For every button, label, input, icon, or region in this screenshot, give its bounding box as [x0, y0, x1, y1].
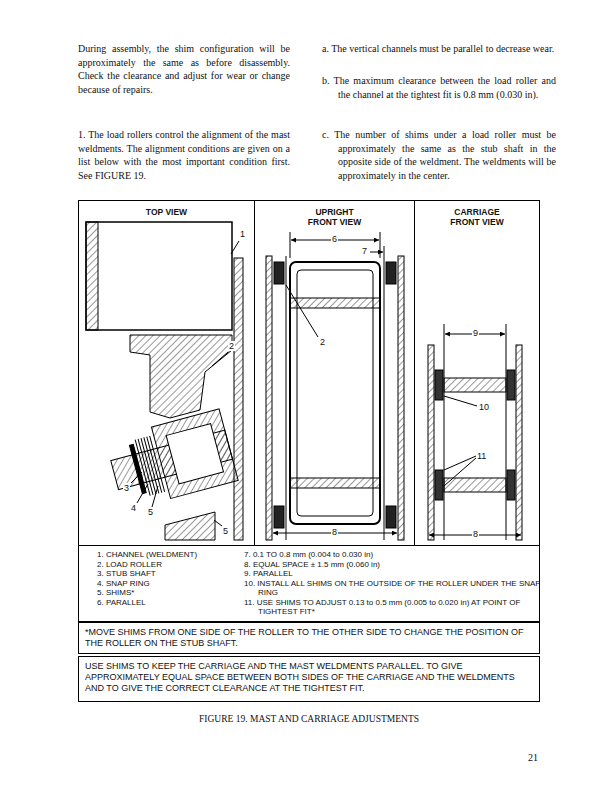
upright-front-view-drawing-part [290, 262, 380, 524]
list-item: a. The vertical channels must be paralle… [322, 42, 556, 56]
top-view-drawing [86, 222, 243, 540]
list-item: b. The maximum clearance between the loa… [322, 74, 556, 101]
body-paragraph: During assembly, the shim configuration … [78, 42, 290, 96]
dimension-number: 9 [472, 328, 479, 338]
view-panel: CARRIAGE FRONT VIEW [415, 200, 540, 546]
figure-caption: FIGURE 19. MAST AND CARRIAGE ADJUSTMENTS [78, 714, 540, 724]
top-view-drawing-part [231, 241, 239, 254]
upright-front-view-drawing-part [384, 256, 385, 540]
carriage-front-view-drawing-part [506, 345, 507, 540]
carriage-front-view-drawing-part [444, 324, 445, 345]
upright-front-view-drawing [266, 232, 404, 540]
view-panel: UPRIGHT FRONT VIEW [255, 200, 415, 546]
key-item: 7. 0.1 TO 0.8 mm (0.004 to 0.030 in) [244, 550, 540, 560]
note-text: *MOVE SHIMS FROM ONE SIDE OF THE ROLLER … [85, 627, 533, 649]
carriage-front-view-drawing-part [444, 396, 477, 406]
carriage-front-view-drawing-part [507, 370, 515, 400]
callout-number: 11 [476, 451, 487, 461]
callout-number: 3 [123, 483, 130, 493]
dimension-number: 8 [331, 527, 338, 537]
list-item: c. The number of shims under a load roll… [322, 128, 556, 182]
upright-front-view-drawing-part [266, 256, 272, 540]
top-view-drawing-part-part [150, 436, 165, 492]
dimension-number: 8 [472, 529, 479, 539]
key-item: 8. EQUAL SPACE ± 1.5 mm (0.060 in) [244, 560, 540, 570]
top-view-drawing-part-part [147, 437, 162, 493]
callout-number: 1 [239, 229, 246, 239]
carriage-front-view-drawing-part [435, 470, 443, 500]
top-view-drawing-part-part [141, 438, 156, 494]
key-item: 5. SHIMS* [97, 588, 251, 598]
callout-number: 2 [319, 337, 326, 347]
callout-number: 4 [130, 503, 137, 513]
upright-front-view-drawing-part [290, 298, 380, 308]
key-item: 4. SNAP RING [97, 579, 251, 589]
dimension-number: 6 [331, 234, 338, 244]
top-view-drawing-part-part [151, 409, 238, 499]
top-view-drawing-part-part [135, 440, 150, 496]
upright-front-view-drawing-part [286, 285, 318, 337]
carriage-front-view-drawing-part [444, 478, 506, 492]
key-item: 11. USE SHIMS TO ADJUST 0.13 to 0.5 mm (… [244, 598, 540, 617]
callout-number: 5 [147, 507, 154, 517]
key-item: 6. PARALLEL [97, 598, 251, 608]
upright-front-view-drawing-part [290, 232, 291, 258]
key-item: 1. CHANNEL (WELDMENT) [97, 550, 251, 560]
key-item: 3. STUB SHAFT [97, 569, 251, 579]
upright-front-view-drawing-part [398, 256, 404, 540]
top-view-drawing-part [165, 512, 215, 540]
top-view-drawing-part [105, 409, 238, 511]
carriage-front-view-drawing-part [507, 470, 515, 500]
page-number: 21 [528, 752, 538, 763]
top-view-drawing-part [131, 472, 142, 483]
top-view-drawing-part [214, 520, 222, 526]
carriage-front-view-drawing-part [444, 458, 476, 486]
top-view-drawing-part [212, 352, 228, 366]
upright-front-view-drawing-part [384, 246, 385, 256]
key-list-box: 1. CHANNEL (WELDMENT)2. LOAD ROLLER3. ST… [78, 546, 540, 622]
footnote-box: *MOVE SHIMS FROM ONE SIDE OF THE ROLLER … [78, 622, 540, 654]
top-view-drawing-part-part [129, 444, 146, 493]
note-text: USE SHIMS TO KEEP THE CARRIAGE AND THE M… [85, 661, 533, 694]
top-view-drawing-part [86, 222, 232, 330]
carriage-front-view-drawing-part [506, 324, 507, 345]
carriage-front-view-drawing-part [444, 378, 506, 392]
upright-front-view-drawing-part [286, 256, 287, 540]
top-view-drawing-part-part [144, 437, 159, 493]
view-heading: TOP VIEW [79, 207, 254, 217]
top-view-drawing-part [152, 486, 158, 507]
view-heading: CARRIAGE FRONT VIEW [445, 207, 509, 227]
upright-front-view-drawing-part [290, 478, 380, 488]
key-item: 9. PARALLEL [244, 569, 540, 579]
dimension-number: 7 [361, 246, 368, 256]
view-panel: TOP VIEW [78, 200, 255, 546]
top-view-drawing-part [130, 335, 232, 418]
upright-front-view-drawing-part [380, 232, 381, 258]
top-view-drawing-part-part [138, 439, 153, 495]
callout-number: 10 [478, 402, 490, 412]
upright-front-view-drawing-part [386, 262, 396, 284]
upright-front-view-drawing-part [274, 262, 284, 284]
top-view-drawing-part [137, 484, 148, 503]
key-item: 2. LOAD ROLLER [97, 560, 251, 570]
top-view-drawing-part [234, 258, 243, 540]
carriage-front-view-drawing-part [444, 456, 476, 470]
callout-number: 2 [228, 341, 235, 351]
upright-front-view-drawing-part [386, 506, 396, 528]
top-view-drawing-part [86, 222, 98, 330]
carriage-front-view-drawing-part [516, 345, 522, 540]
carriage-front-view-drawing-part [444, 345, 445, 540]
upright-front-view-drawing-part [370, 252, 383, 253]
top-view-drawing-part-part [166, 424, 223, 484]
upright-front-view-drawing-part [274, 506, 284, 528]
body-paragraph: 1. The load rollers control the alignmen… [78, 128, 290, 182]
carriage-front-view-drawing-part [435, 370, 443, 400]
note-box: USE SHIMS TO KEEP THE CARRIAGE AND THE M… [78, 656, 540, 702]
view-heading: UPRIGHT FRONT VIEW [303, 207, 367, 227]
carriage-front-view-drawing-part [428, 345, 434, 540]
callout-number: 5 [222, 526, 229, 536]
carriage-front-view-drawing [428, 324, 522, 540]
key-item: 10. INSTALL ALL SHIMS ON THE OUTSIDE OF … [244, 579, 540, 598]
